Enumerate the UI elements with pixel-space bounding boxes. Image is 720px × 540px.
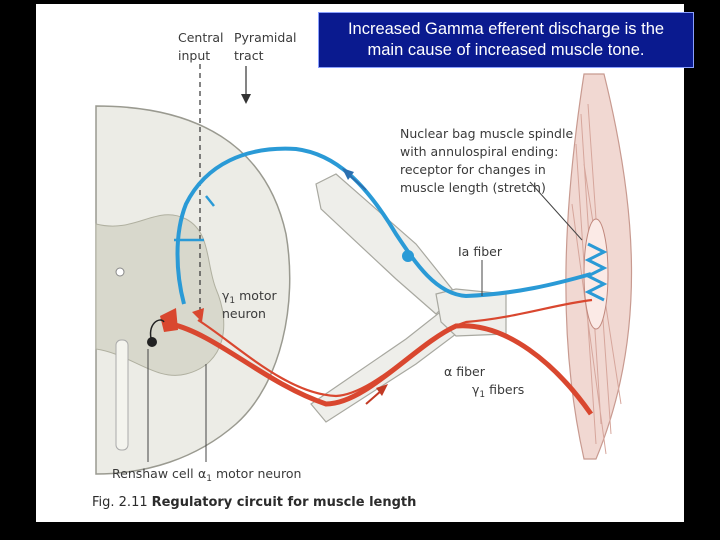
pyramidal-label-2: tract [234,48,264,63]
pyramidal-label-1: Pyramidal [234,30,296,45]
dorsal-root [315,173,457,315]
alpha-motor-neuron [160,308,178,332]
ventral-rootlet [115,339,129,451]
gamma-motor-label-1: γ1 motor [222,288,277,306]
alpha-fiber-path [170,321,594,416]
central-input-label-2: input [178,48,210,63]
callout-line-2: main cause of increased muscle tone. [367,41,645,59]
ia-ganglion-cell [402,250,414,262]
central-canal [115,267,125,277]
central-input-label-1: Central [178,30,224,45]
spindle-label-1: Nuclear bag muscle spindle [400,126,573,141]
motor-arrowhead [376,384,388,396]
spindle-label-4: muscle length (stretch) [400,180,546,195]
gamma-motor-neuron [192,308,204,322]
alpha-motor-label: α1 motor neuron [198,466,301,484]
callout-line-1: Increased Gamma efferent discharge is th… [347,20,665,38]
sensory-arrowhead [342,168,354,180]
gamma-motor-label-2: neuron [222,306,266,321]
pyramidal-arrowhead [241,94,251,104]
ia-fiber-label: Ia fiber [458,244,503,259]
figure-number: Fig. 2.11 [92,495,148,510]
spindle-label-3: receptor for changes in [400,162,546,177]
slide: Central input Pyramidal tract Nuclear ba… [36,4,684,522]
gamma-fibers-label: γ1 fibers [472,382,524,400]
callout-box: Increased Gamma efferent discharge is th… [318,12,694,68]
spindle-label-2: with annulospiral ending: [400,144,558,159]
gray-matter [95,214,225,376]
gamma-fiber-path [197,298,593,398]
renshaw-loop [149,319,165,343]
ia-branch [174,195,215,242]
spindle-leader [529,181,583,241]
sensory-arrow [347,173,367,191]
renshaw-label: Renshaw cell [112,466,194,481]
alpha-fiber-label: α fiber [444,364,486,379]
annulospiral-ending [584,242,608,302]
regulatory-circuit-figure: Central input Pyramidal tract Nuclear ba… [92,30,633,510]
figure-title: Regulatory circuit for muscle length [152,495,417,510]
figure-caption: Fig. 2.11 Regulatory circuit for muscle l… [92,495,416,510]
